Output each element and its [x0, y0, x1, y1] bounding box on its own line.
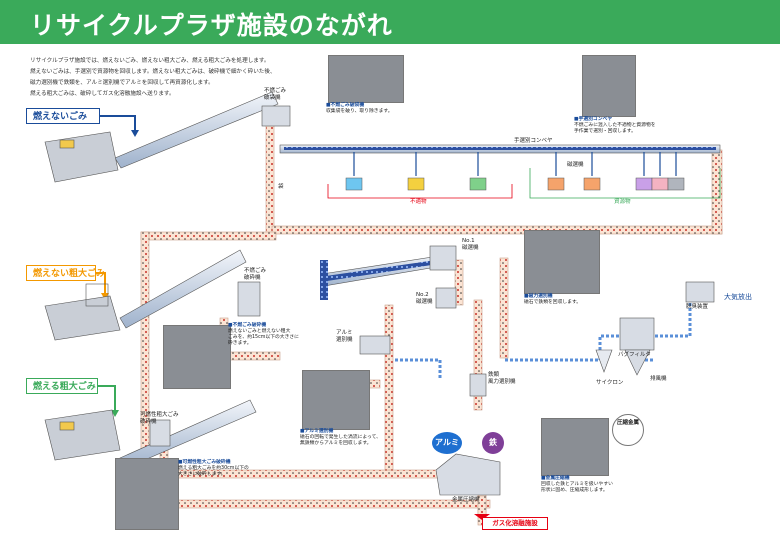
hoppers [44, 131, 121, 461]
label-funenbutsu: 不適物 [410, 199, 427, 205]
intro-line-3: 磁力選別機で鉄類を、アルミ選別機でアルミを回収して再資源化します。 [30, 80, 214, 86]
photo-magnet [524, 230, 600, 294]
label-cyclone: サイクロン [596, 380, 624, 386]
label-bagfilter: バグフィルタ [618, 352, 651, 358]
label-shigenbutsu: 資源物 [614, 199, 631, 205]
bubble-press: 圧縮金属 [612, 414, 644, 446]
photo-crusher2 [163, 325, 231, 389]
label-magnet-small: 磁選機 [567, 162, 584, 168]
label-wind-sep: 鉄類 風力選別機 [488, 372, 516, 385]
caption-magnet: ■磁力選別機磁石で鉄類を回収します。 [524, 294, 582, 305]
caption-crusher1: ■不燃ごみ破袋機収集袋を破り、取り除きます。 [326, 103, 393, 114]
category-moenai-sodai: 燃えない粗大ごみ [26, 265, 105, 281]
intro-line-4: 燃える粗大ごみは、破砕してガス化溶融施設へ送ります。 [30, 91, 175, 97]
label-air: 大気放出 [724, 293, 752, 301]
label-alumi-sep: アルミ 選別機 [336, 330, 353, 343]
caption-hand-sort: ■手選別コンベヤ不燃ごみに混入した不適物と資源物を 手作業で選別・回収します。 [574, 117, 656, 134]
label-crusher3: 可燃性粗大ごみ 破砕機 [140, 412, 179, 425]
caption-press: ■金属圧縮機回収した鉄とアルミを扱いやすい 形状に固め、圧縮成形します。 [541, 476, 613, 493]
intro-line-1: リサイクルプラザ施設では、燃えないごみ、燃えない粗大ごみ、燃える粗大ごみを処理し… [30, 58, 270, 64]
category-moeru-sodai: 燃える粗大ごみ [26, 378, 98, 394]
label-hand-conveyor: 手選別コンベヤ [514, 138, 553, 144]
label-press: 金属圧縮機 [452, 497, 480, 503]
header-bar: リサイクルプラザ施設のながれ [0, 0, 780, 44]
page-title: リサイクルプラザ施設のながれ [30, 11, 393, 40]
label-crusher1: 不燃ごみ 破袋機 [264, 88, 287, 101]
label-deodor: 脱臭装置 [686, 304, 709, 310]
caption-alumi: ■アルミ選別機磁石の回転で発生した渦流によって、 無鉄類からアルミを回収します。 [300, 429, 381, 446]
conveyors [114, 91, 721, 469]
category-moenai: 燃えないごみ [26, 108, 100, 124]
category-arrows [95, 115, 139, 417]
bubble-alumi: アルミ [432, 432, 462, 454]
label-crusher2: 不燃ごみ 破砕機 [244, 268, 267, 281]
label-bag: 袋 [278, 184, 284, 190]
caption-crusher2: ■不燃ごみ破砕機燃えないごみと燃えない粗大 ごみを、約15cm以下の大きさに 砕… [228, 323, 299, 346]
bubble-tetsu: 鉄 [482, 432, 504, 454]
label-no2: No.2 磁選機 [416, 292, 433, 305]
label-fan: 排風機 [650, 376, 667, 382]
gas-facility-box: ガス化溶融施設 [482, 517, 548, 530]
label-no1: No.1 磁選機 [462, 238, 479, 251]
photo-crusher3 [115, 458, 179, 530]
photo-hand-sort [582, 55, 636, 117]
photo-alumi [302, 370, 370, 430]
caption-crusher3: ■可燃性粗大ごみ破砕機燃える粗大ごみを約30cm以下の 大きさに破砕します。 [178, 460, 249, 477]
equipment [149, 105, 715, 496]
photo-press [541, 418, 609, 476]
bins [327, 152, 721, 199]
intro-line-2: 燃えないごみは、手選別で資源物を回収します。燃えない粗大ごみは、破砕機で細かく砕… [30, 69, 276, 75]
photo-crusher1 [328, 55, 404, 103]
